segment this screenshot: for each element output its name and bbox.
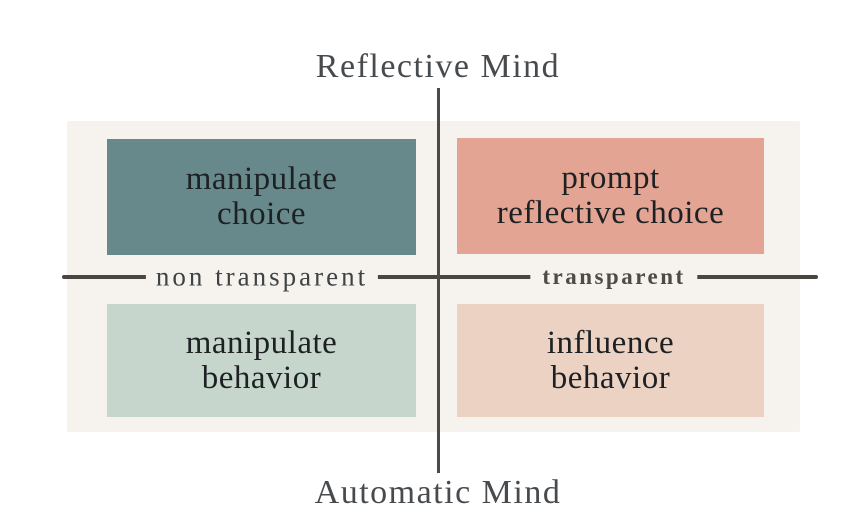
horizontal-axis-line [62, 275, 818, 279]
quadrant-manipulate-choice: manipulate choice [107, 139, 416, 255]
quadrant-prompt-reflective-choice: prompt reflective choice [457, 138, 764, 254]
quadrant-influence-behavior: influence behavior [457, 304, 764, 417]
quadrant-label: manipulate behavior [185, 324, 338, 396]
transparent-label: transparent [530, 262, 698, 292]
non-transparent-label: non transparent [145, 259, 379, 295]
automatic-mind-label: Automatic Mind [314, 474, 562, 511]
quadrant-label: prompt reflective choice [496, 160, 725, 231]
quadrant-manipulate-behavior: manipulate behavior [107, 304, 416, 417]
quadrant-label: manipulate choice [185, 161, 338, 232]
vertical-axis-line [437, 88, 440, 473]
quadrant-label: influence behavior [546, 324, 675, 396]
reflective-mind-label: Reflective Mind [315, 48, 561, 85]
